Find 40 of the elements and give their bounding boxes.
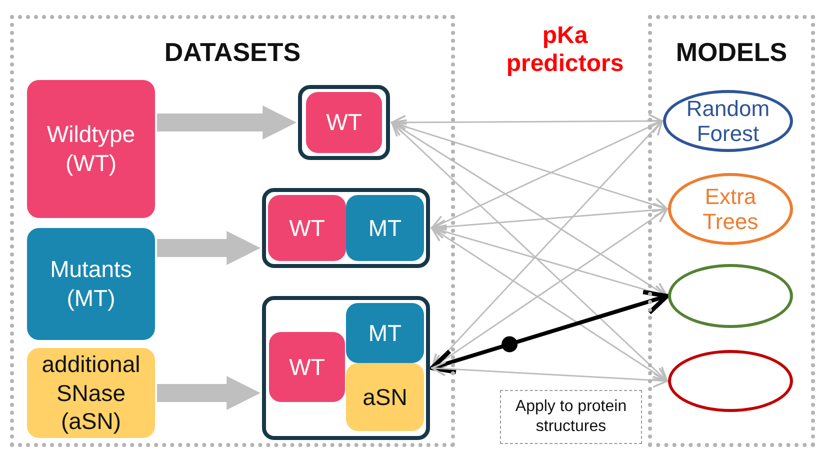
dataset-frame [298,85,390,160]
node-label: WT [326,108,362,137]
block-arrow [157,231,261,265]
node-label: Mutants (MT) [49,255,133,313]
node-label: additional SNase (aSN) [40,350,142,436]
title: pKa predictors [505,22,625,78]
dataset-tile [346,195,424,261]
connector-arrow [431,120,663,230]
node-label: WT [289,352,325,382]
dataset-tile [268,195,346,261]
connector-arrow [391,122,668,382]
node-label: Apply to protein structures [514,397,628,437]
node-label: MT [368,214,402,242]
node-label: Wildtype (WT) [46,120,136,178]
node-label: aSN [362,382,408,412]
node-label: WT [289,214,325,242]
dataset-frame [262,188,430,268]
panel-heading: MODELS [674,37,788,68]
block-arrow [157,106,297,140]
node-label: Extra Trees [702,184,760,234]
connector-arrow [431,227,668,382]
panel-heading: DATASETS [163,37,302,68]
connector-arrow [391,113,663,130]
note-box [500,390,642,444]
node-label: MT [368,318,402,348]
dataset-tile [306,92,382,153]
connector-arrow [431,361,668,388]
dataset-tile [346,303,424,363]
dataset-frame [262,296,430,440]
connector-arrow [430,290,670,374]
dotted-panel [10,15,455,447]
dataset-tile [346,363,424,431]
connector-arrow [391,119,668,212]
dataset-tile [27,348,155,438]
dataset-tile [269,332,345,402]
dotted-panel [648,15,815,447]
block-arrow [157,376,261,410]
node-label: Random Forest [685,96,771,146]
dataset-tile [27,228,155,340]
dataset-tile [27,80,155,218]
